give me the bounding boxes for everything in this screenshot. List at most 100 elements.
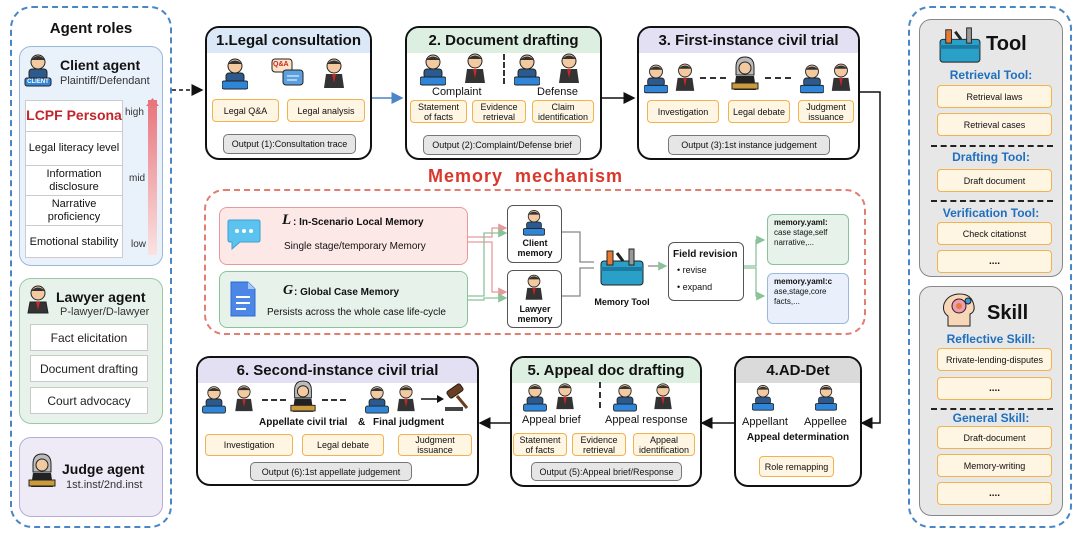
persona-item: Emotional stability [26,225,122,257]
lawyer-icon [559,53,579,83]
judge-icon [290,380,316,412]
level-high: high [125,107,144,118]
appeal-brief-label: Appeal brief [522,414,581,426]
lawyer-icon [235,385,253,412]
tool-item: .... [937,250,1052,273]
appellee-label: Appellee [804,416,847,428]
arrow-up-icon [146,98,159,106]
client-icon [523,210,545,236]
persona-box [25,100,123,258]
agent-roles-panel [10,6,172,528]
skill-item: Memory-writing [937,454,1052,477]
skill-divider [931,408,1053,410]
client-icon [420,54,446,86]
local-memory-title: : In-Scenario Local Memory [293,217,424,228]
tool-skill-panel [908,6,1072,528]
client-icon [752,385,774,411]
stage-2-title: 2. Document drafting [407,28,600,53]
field-revision-item: • expand [677,282,713,292]
tool-item: Draft document [937,169,1052,192]
persona-title: LCPF Persona [26,107,122,123]
stage-3-separator [765,77,791,79]
client-icon [800,64,824,94]
global-memory-letter: G [283,283,294,298]
stage-1-chip: Legal Q&A [212,99,279,122]
stage-5-chip: Statement of facts [513,433,567,456]
lawyer-icon [654,383,672,410]
judge-agent-title: Judge agent [62,461,145,477]
stage-5-chip: Appeal identification [633,433,695,456]
judge-agent-subtitle: 1st.inst/2nd.inst [66,479,143,491]
yaml-title: memory.yaml:c [774,277,833,286]
client-icon [644,64,668,94]
stage-2-chip: Statement of facts [410,100,467,123]
defense-label: Defense [537,86,578,98]
global-memory-card [219,271,468,328]
stage-5-chip: Evidence retrieval [572,433,626,456]
yaml-card-lawyer: memory.yaml:c ase,stage,core facts,... [767,273,849,324]
stage-2-output: Output (2):Complaint/Defense brief [423,135,581,155]
stage-6-title: 6. Second-instance civil trial [198,358,477,383]
memory-mechanism-title: Memory mechanism [428,166,624,186]
complaint-label: Complaint [432,86,482,98]
stage-6-output: Output (6):1st appellate judgement [250,462,412,481]
level-low: low [131,239,147,250]
judge-icon [731,56,759,90]
stage-6-separator [322,399,346,401]
global-memory-desc: Persists across the whole case life-cycl… [267,307,446,318]
client-icon [365,386,389,414]
brain-gear-icon [943,293,975,327]
expand-text: expand [682,282,713,292]
stage-1-chip: Legal analysis [287,99,365,122]
memory-tool-label: Memory Tool [594,297,650,307]
toolbox-icon [939,27,981,63]
lawyer-skill-item: Fact elicitation [30,324,148,351]
lawyer-skill-item: Court advocacy [30,387,148,414]
tool-divider [931,200,1053,202]
retrieval-tool-label: Retrieval Tool: [949,68,1033,82]
stage-2-divider [503,54,505,84]
toolbox-icon [600,248,644,286]
tool-item: Retrieval laws [937,85,1052,108]
lawyer-icon [556,383,574,410]
memory-mechanism-panel [204,189,866,335]
persona-item: Legal literacy level [26,131,122,165]
client-agent-subtitle: Plaintiff/Defendant [60,75,150,87]
field-revision-box [668,242,744,301]
stage-3-chip: Judgment issuance [798,100,854,123]
stage-5-divider [599,382,601,408]
stage-5-output: Output (5):Appeal brief/Response [531,462,682,481]
yaml-card-client: memory.yaml: case stage,self narrative,.… [767,214,849,265]
stage-3-title: 3. First-instance civil trial [639,28,858,53]
tool-title: Tool [986,33,1027,55]
client-icon [613,384,637,412]
appeal-determination-label: Appeal determination [746,432,850,443]
revise-text: revise [682,265,707,275]
skill-item: .... [937,377,1052,400]
skill-card [919,286,1063,516]
field-revision-item: • revise [677,265,707,275]
skill-item: Draft-document [937,426,1052,449]
stage-2-chip: Claim identification [532,100,594,123]
stage-6-chip: Investigation [205,434,293,456]
appellate-trial-label: Appellate civil trial [259,417,348,428]
agent-roles-title: Agent roles [49,20,133,37]
client-badge: CLIENT [27,79,49,85]
appeal-response-label: Appeal response [605,414,688,426]
client-avatar-icon [24,54,52,87]
client-icon [523,384,547,412]
drafting-tool-label: Drafting Tool: [952,150,1030,164]
persona-item: Information disclosure [26,165,122,195]
stage-3-output: Output (3):1st instance judgement [668,135,830,155]
stage-4-title: 4.AD-Det [736,358,860,383]
local-memory-desc: Single stage/temporary Memory [284,241,426,252]
gavel-icon [445,383,469,411]
chat-bubble-icon [271,58,304,86]
reflective-skill-label: Reflective Skill: [946,332,1036,346]
skill-item: .... [937,482,1052,505]
stage-5-title: 5. Appeal doc drafting [512,358,700,383]
stage-6-separator [262,399,286,401]
client-memory-label: Client memory [517,238,553,258]
yaml-body: ase,stage,core facts,... [774,287,827,306]
lawyer-icon [675,63,695,91]
